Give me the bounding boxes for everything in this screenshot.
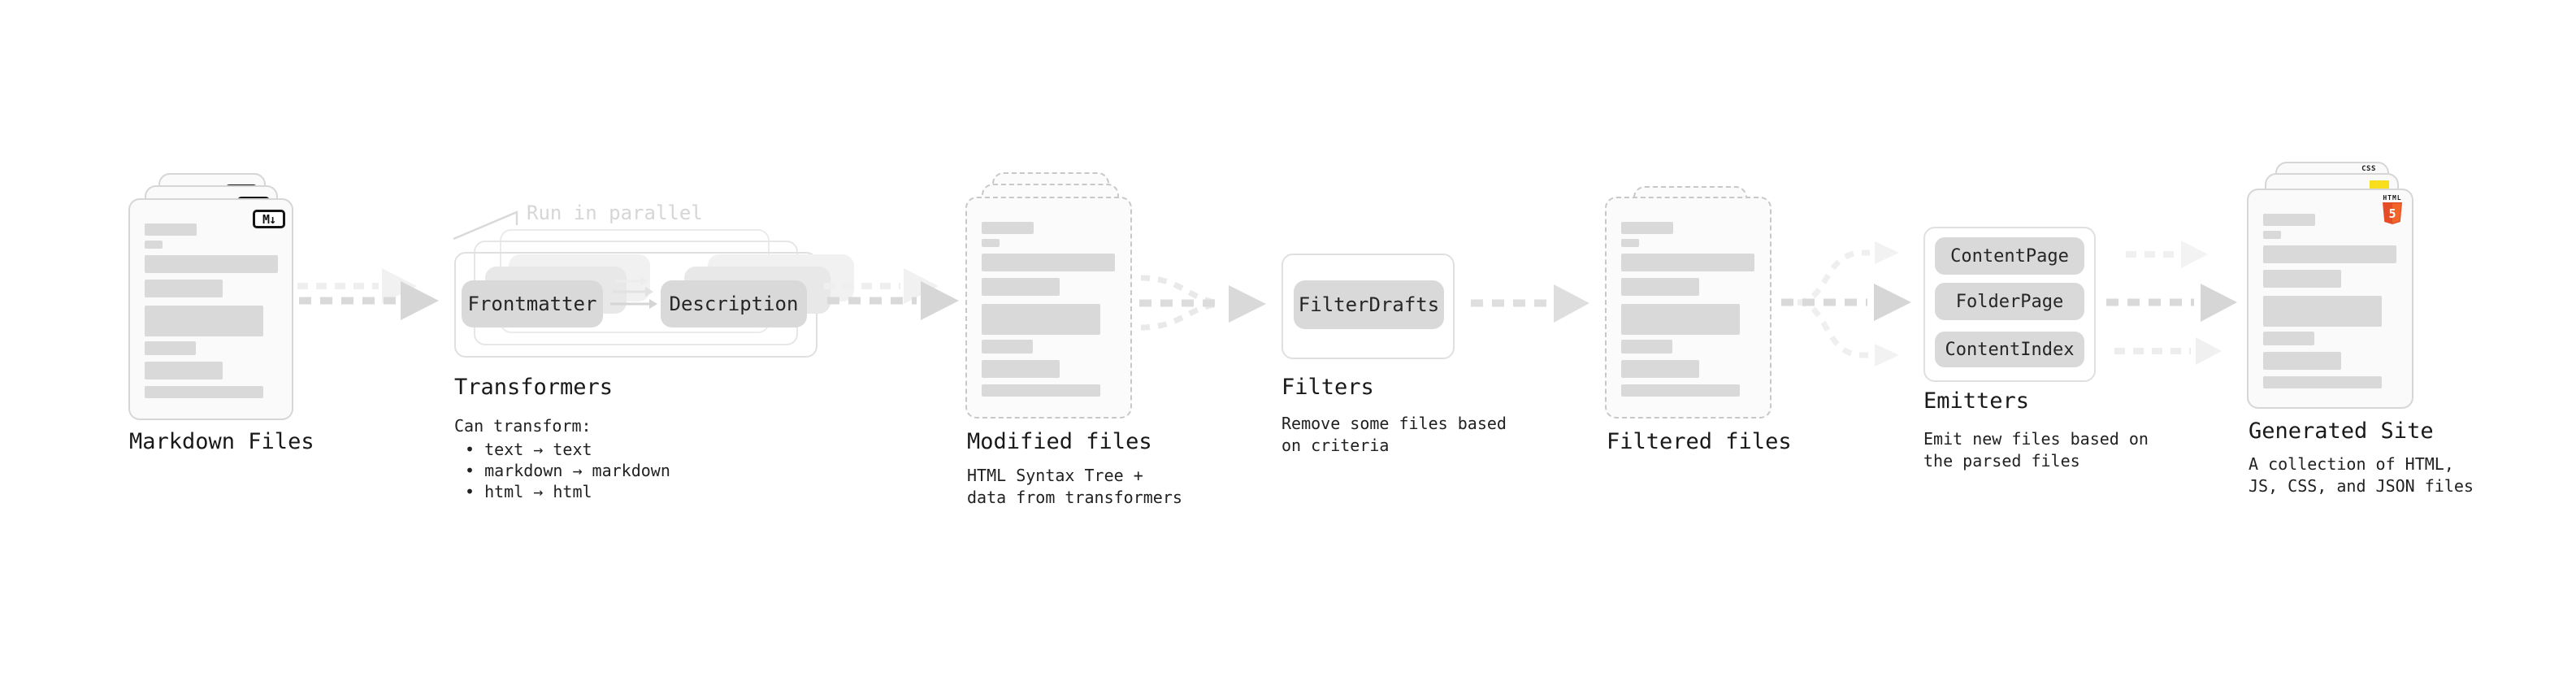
placeholder-bar xyxy=(2263,296,2382,327)
placeholder-bar xyxy=(1621,239,1639,247)
placeholder-bar xyxy=(982,384,1100,397)
emitters-subtitle: Emit new files based on the parsed files xyxy=(1923,428,2149,472)
transformers-note-list: • text → text • markdown → markdown • ht… xyxy=(465,439,670,502)
placeholder-bar xyxy=(1621,304,1740,335)
generated-site-subtitle: A collection of HTML, JS, CSS, and JSON … xyxy=(2249,453,2474,497)
placeholder-bar xyxy=(2263,245,2396,263)
stage-title-transformers: Transformers xyxy=(454,375,614,400)
modified-file-card-front xyxy=(965,197,1132,419)
placeholder-bar xyxy=(145,223,197,236)
filtered-file-card-front xyxy=(1605,197,1772,419)
html5-shield: 5 xyxy=(2383,202,2402,224)
placeholder-bar xyxy=(982,340,1033,354)
placeholder-bar xyxy=(145,306,263,336)
transform-note-item: • text → text xyxy=(465,440,592,459)
modified-files-subtitle: HTML Syntax Tree + data from transformer… xyxy=(967,465,1182,509)
placeholder-bar xyxy=(982,254,1115,271)
placeholder-bar xyxy=(2263,352,2341,370)
transformers-note-heading: Can transform: xyxy=(454,416,592,436)
placeholder-bar xyxy=(982,222,1034,234)
placeholder-bar xyxy=(145,362,223,380)
placeholder-bar xyxy=(1621,254,1754,271)
js-file-icon xyxy=(2370,180,2389,191)
placeholder-bar xyxy=(2263,376,2382,388)
placeholder-bar xyxy=(145,255,278,273)
placeholder-bar xyxy=(145,241,163,249)
placeholder-bar xyxy=(1621,278,1699,296)
markdown-file-card-front: M↓ xyxy=(128,198,293,420)
svg-text:5: 5 xyxy=(2388,206,2396,221)
subtitle-line: the parsed files xyxy=(1923,451,2080,471)
subtitle-line: Emit new files based on xyxy=(1923,429,2149,449)
contentindex-pill: ContentIndex xyxy=(1935,332,2084,367)
arrow-filters-to-filtered xyxy=(1471,284,1589,323)
stage-title-modified-files: Modified files xyxy=(967,429,1152,454)
stage-title-filtered-files: Filtered files xyxy=(1607,429,1792,454)
filters-subtitle: Remove some files based on criteria xyxy=(1281,413,1507,457)
frontmatter-pill: Frontmatter xyxy=(462,280,603,327)
arrow-markdown-to-transformers-echo xyxy=(297,268,417,304)
placeholder-bar xyxy=(2263,214,2315,226)
html5-badge-label: HTML xyxy=(2383,194,2402,202)
arrow-modified-to-filters-fan-in xyxy=(1139,275,1266,331)
placeholder-bar xyxy=(1621,360,1699,378)
stage-title-generated-site: Generated Site xyxy=(2249,419,2434,444)
contentpage-pill: ContentPage xyxy=(1935,237,2084,275)
placeholder-bar xyxy=(1621,222,1673,234)
html-file-card: HTML 5 xyxy=(2247,189,2413,409)
html5-icon: HTML 5 xyxy=(2382,194,2403,228)
filterdrafts-pill: FilterDrafts xyxy=(1294,280,1444,329)
folderpage-pill: FolderPage xyxy=(1935,283,2084,320)
placeholder-bar xyxy=(145,341,196,355)
stage-title-markdown-files: Markdown Files xyxy=(129,429,314,454)
description-pill: Description xyxy=(661,280,807,327)
placeholder-bar xyxy=(982,278,1060,296)
markdown-icon: M↓ xyxy=(253,210,285,228)
stage-title-filters: Filters xyxy=(1281,375,1374,400)
placeholder-bar xyxy=(2263,270,2341,288)
subtitle-line: on criteria xyxy=(1281,436,1390,455)
placeholder-bar xyxy=(2263,231,2281,239)
document-placeholder-lines xyxy=(145,223,278,398)
document-placeholder-lines xyxy=(1621,222,1754,397)
run-in-parallel-annotation: Run in parallel xyxy=(527,202,703,224)
arrow-filtered-to-emitters-fan-out xyxy=(1781,241,1911,367)
arrow-markdown-to-transformers xyxy=(299,281,439,320)
placeholder-bar xyxy=(1621,384,1740,397)
placeholder-bar xyxy=(1621,340,1672,354)
placeholder-bar xyxy=(145,280,223,297)
document-placeholder-lines xyxy=(2263,214,2396,388)
transform-note-item: • html → html xyxy=(465,482,592,501)
document-placeholder-lines xyxy=(982,222,1115,397)
transform-note-item: • markdown → markdown xyxy=(465,461,670,480)
subtitle-line: Remove some files based xyxy=(1281,414,1507,433)
placeholder-bar xyxy=(2263,332,2314,345)
subtitle-line: JS, CSS, and JSON files xyxy=(2249,476,2474,496)
placeholder-bar xyxy=(145,386,263,398)
subtitle-line: A collection of HTML, xyxy=(2249,454,2454,474)
placeholder-bar xyxy=(982,239,1000,247)
stage-title-emitters: Emitters xyxy=(1923,388,2030,414)
placeholder-bar xyxy=(982,304,1100,335)
placeholder-bar xyxy=(982,360,1060,378)
subtitle-line: HTML Syntax Tree + xyxy=(967,466,1143,485)
subtitle-line: data from transformers xyxy=(967,488,1182,507)
css-badge-label: CSS xyxy=(2361,165,2376,173)
arrows-emitters-to-generated xyxy=(2106,241,2237,365)
